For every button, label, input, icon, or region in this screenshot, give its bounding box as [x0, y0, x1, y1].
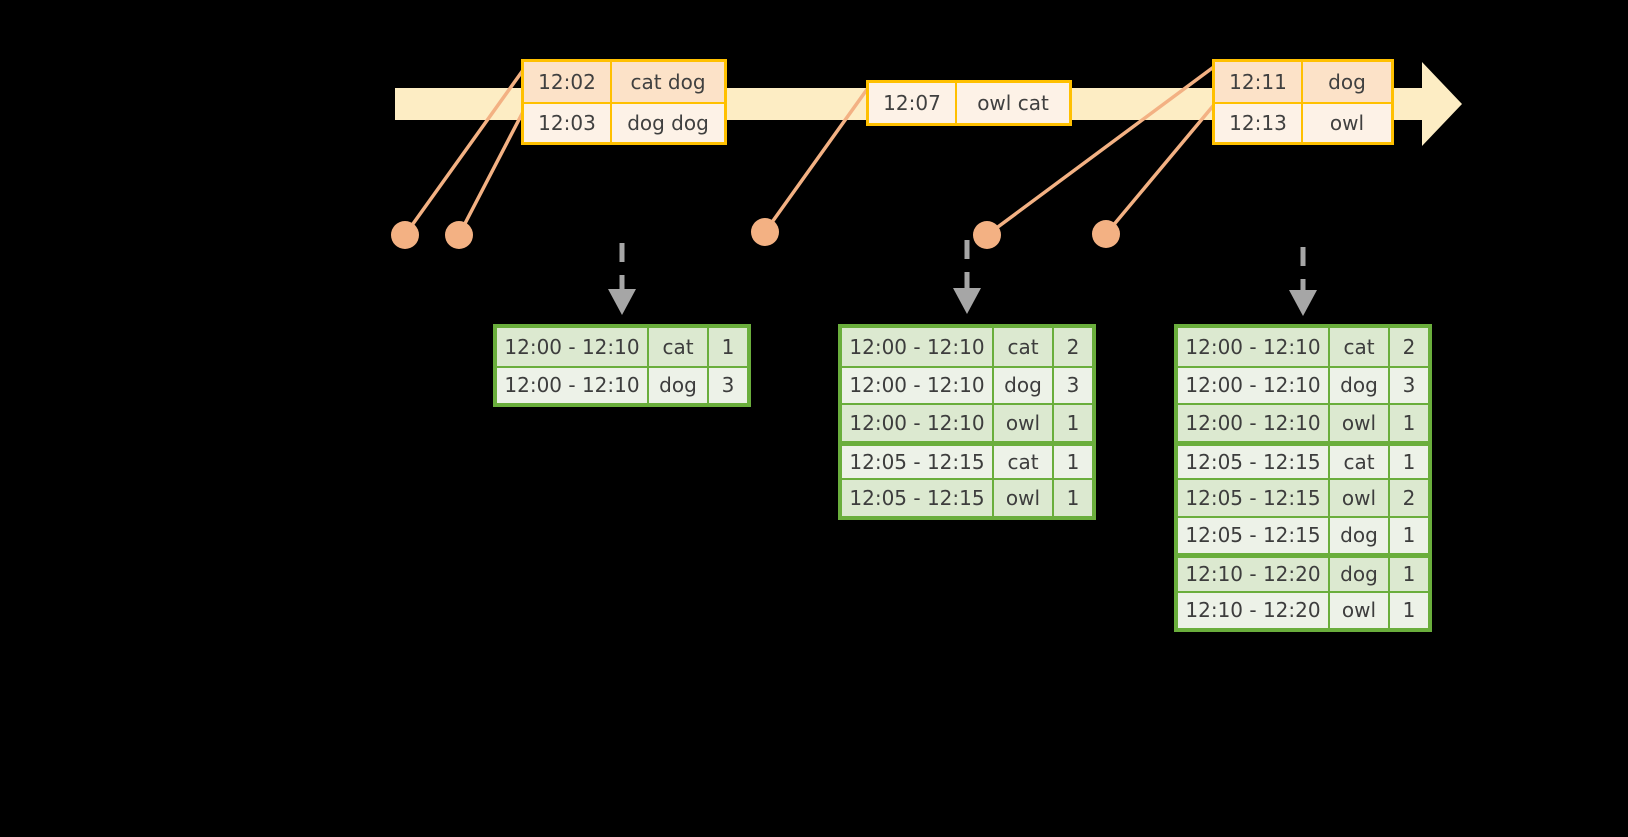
cell-window: 12:00 - 12:10: [1178, 367, 1330, 403]
event-time: 12:13: [1215, 104, 1303, 142]
cell-window: 12:05 - 12:15: [842, 480, 994, 516]
table-row[interactable]: 12:05 - 12:15 cat 1: [1178, 440, 1428, 478]
event-time: 12:07: [869, 83, 957, 123]
cell-window: 12:00 - 12:10: [1178, 328, 1330, 366]
watermark-dots: [391, 218, 1120, 249]
cell-count: 1: [709, 328, 747, 366]
cell-window: 12:10 - 12:20: [1178, 558, 1330, 591]
window-counts-table-3[interactable]: 12:00 - 12:10 cat 2 12:00 - 12:10 dog 3 …: [1174, 324, 1432, 632]
watermark-dot-1: [391, 221, 419, 249]
cell-count: 2: [1390, 480, 1428, 516]
table-row[interactable]: 12:10 - 12:20 owl 1: [1178, 590, 1428, 628]
cell-count: 2: [1054, 328, 1092, 366]
event-row[interactable]: 12:13 owl: [1215, 102, 1391, 142]
event-words: cat dog: [612, 62, 724, 102]
table-row[interactable]: 12:00 - 12:10 dog 3: [1178, 365, 1428, 403]
table-row[interactable]: 12:00 - 12:10 dog 3: [842, 365, 1092, 403]
cell-count: 1: [1054, 480, 1092, 516]
table-row[interactable]: 12:00 - 12:10 owl 1: [842, 403, 1092, 441]
cell-count: 1: [1390, 558, 1428, 591]
cell-word: cat: [1330, 328, 1390, 366]
cell-word: owl: [994, 480, 1054, 516]
cell-window: 12:05 - 12:15: [842, 445, 994, 478]
table-row[interactable]: 12:05 - 12:15 cat 1: [842, 440, 1092, 478]
event-words: dog dog: [612, 104, 724, 142]
cell-word: cat: [649, 328, 709, 366]
connector-lines: [403, 64, 1217, 237]
event-row[interactable]: 12:02 cat dog: [524, 62, 724, 102]
event-row[interactable]: 12:03 dog dog: [524, 102, 724, 142]
watermark-dot-5: [1092, 220, 1120, 248]
event-row[interactable]: 12:11 dog: [1215, 62, 1391, 102]
cell-word: cat: [994, 328, 1054, 366]
cell-count: 1: [1054, 405, 1092, 441]
cell-window: 12:05 - 12:15: [1178, 445, 1330, 478]
event-time: 12:02: [524, 62, 612, 102]
cell-window: 12:00 - 12:10: [842, 405, 994, 441]
connector-line-1: [403, 64, 528, 237]
cell-count: 2: [1390, 328, 1428, 366]
event-group-1[interactable]: 12:02 cat dog 12:03 dog dog: [521, 59, 727, 145]
table-row[interactable]: 12:05 - 12:15 owl 1: [842, 478, 1092, 516]
connector-line-4: [985, 64, 1217, 237]
cell-word: owl: [1330, 480, 1390, 516]
table-row[interactable]: 12:00 - 12:10 dog 3: [497, 365, 747, 403]
cell-window: 12:00 - 12:10: [842, 328, 994, 366]
table-row[interactable]: 12:05 - 12:15 dog 1: [1178, 515, 1428, 553]
cell-count: 3: [1054, 367, 1092, 403]
cell-word: owl: [1330, 405, 1390, 441]
cell-word: owl: [994, 405, 1054, 441]
cell-word: owl: [1330, 592, 1390, 628]
table-row[interactable]: 12:05 - 12:15 owl 2: [1178, 478, 1428, 516]
event-time: 12:11: [1215, 62, 1303, 102]
cell-count: 1: [1390, 517, 1428, 553]
cell-window: 12:00 - 12:10: [497, 367, 649, 403]
cell-count: 1: [1390, 405, 1428, 441]
table-row[interactable]: 12:00 - 12:10 cat 2: [1178, 328, 1428, 366]
event-group-2[interactable]: 12:07 owl cat: [866, 80, 1072, 126]
table-row[interactable]: 12:00 - 12:10 cat 1: [497, 328, 747, 366]
cell-word: dog: [1330, 558, 1390, 591]
event-group-3[interactable]: 12:11 dog 12:13 owl: [1212, 59, 1394, 145]
watermark-dot-4: [973, 221, 1001, 249]
table-row[interactable]: 12:00 - 12:10 cat 2: [842, 328, 1092, 366]
dashed-arrow-1: [608, 243, 636, 315]
dashed-arrows: [608, 240, 1317, 316]
cell-count: 3: [709, 367, 747, 403]
cell-word: dog: [1330, 367, 1390, 403]
cell-window: 12:05 - 12:15: [1178, 517, 1330, 553]
cell-window: 12:00 - 12:10: [497, 328, 649, 366]
event-time: 12:03: [524, 104, 612, 142]
cell-window: 12:00 - 12:10: [1178, 405, 1330, 441]
table-row[interactable]: 12:10 - 12:20 dog 1: [1178, 553, 1428, 591]
cell-word: cat: [994, 445, 1054, 478]
event-words: dog: [1303, 62, 1391, 102]
cell-word: cat: [1330, 445, 1390, 478]
table-row[interactable]: 12:00 - 12:10 owl 1: [1178, 403, 1428, 441]
dashed-arrow-3: [1289, 247, 1317, 316]
watermark-dot-2: [445, 221, 473, 249]
cell-word: dog: [1330, 517, 1390, 553]
window-counts-table-1[interactable]: 12:00 - 12:10 cat 1 12:00 - 12:10 dog 3: [493, 324, 751, 407]
cell-window: 12:05 - 12:15: [1178, 480, 1330, 516]
cell-window: 12:00 - 12:10: [842, 367, 994, 403]
connector-line-5: [1104, 104, 1215, 236]
connector-line-2: [457, 106, 527, 237]
cell-count: 1: [1390, 445, 1428, 478]
cell-word: dog: [649, 367, 709, 403]
cell-count: 1: [1054, 445, 1092, 478]
watermark-dot-3: [751, 218, 779, 246]
event-words: owl cat: [957, 83, 1069, 123]
event-row[interactable]: 12:07 owl cat: [869, 83, 1069, 123]
cell-window: 12:10 - 12:20: [1178, 592, 1330, 628]
cell-count: 3: [1390, 367, 1428, 403]
event-words: owl: [1303, 104, 1391, 142]
cell-word: dog: [994, 367, 1054, 403]
dashed-arrow-2: [953, 240, 981, 314]
cell-count: 1: [1390, 592, 1428, 628]
window-counts-table-2[interactable]: 12:00 - 12:10 cat 2 12:00 - 12:10 dog 3 …: [838, 324, 1096, 520]
connector-line-3: [763, 86, 870, 234]
